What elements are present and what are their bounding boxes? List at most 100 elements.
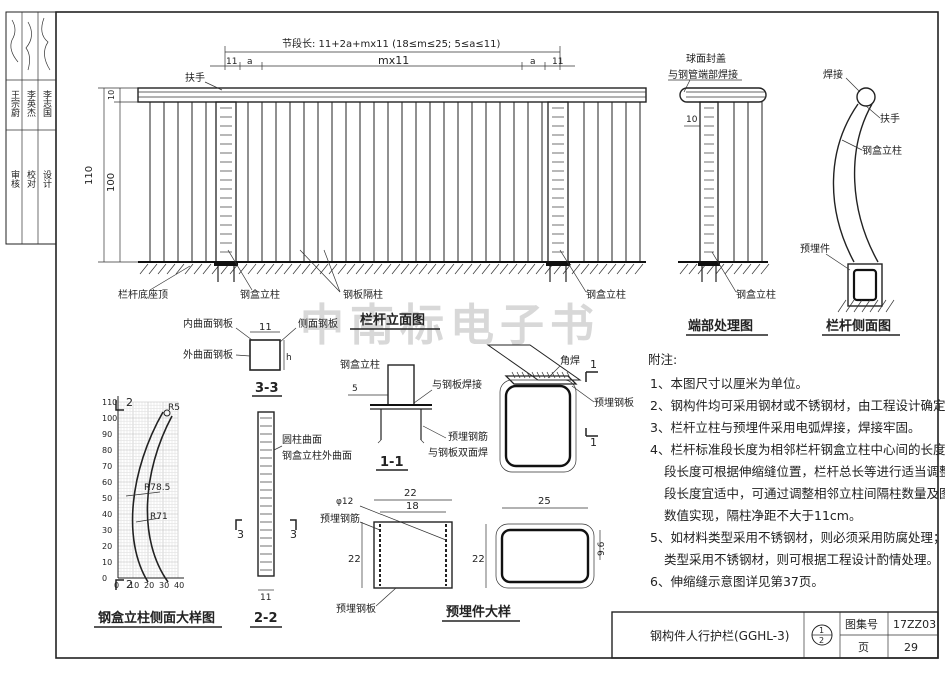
hatch-line [589,263,599,275]
hatch-line [760,263,770,275]
label-embed-bar: 预埋钢筋 [320,512,360,525]
embed-isometric: 角焊 预埋钢板 1 1 [486,344,634,473]
hatch-line [742,263,752,275]
label-post-sec11: 钢盒立柱 [340,358,380,371]
hatch-line [845,299,855,313]
hatch-line [861,299,871,313]
dim-11-left: 11 [226,57,237,67]
hatch-line [337,263,347,275]
label-cyl-face: 圆柱曲面 [282,433,322,446]
label-r785: R78.5 [144,483,170,493]
sidebar-audit: 审核 [9,169,20,189]
dim-11-sec22: 11 [260,593,271,603]
dim-mx11: mx11 [378,54,409,67]
weld-tick [531,371,536,379]
hatch-line [391,263,401,275]
label-bar-sec11: 预埋钢筋 [448,430,488,443]
profile-y-tick: 60 [102,478,112,487]
profile-x-tick: 20 [144,581,154,590]
profile-y-tick: 10 [102,558,112,567]
dim-22-left: 22 [348,554,361,565]
profile-inner-arc [146,415,173,583]
hatch-line [193,263,203,275]
label-weld-end: 与钢管端部焊接 [668,68,738,81]
dim-22-side: 22 [472,554,485,565]
dim-100: 100 [106,173,117,192]
label-post-right: 钢盒立柱 [586,288,626,301]
section-3-3: 11 h 内曲面钢板 侧面钢板 外曲面钢板 3-3 [183,317,338,397]
label-handrail-side: 扶手 [880,112,900,125]
embed-detail: 22 18 22 φ12 预埋钢筋 预埋钢板 25 22 9.6 预埋件大样 [320,488,607,622]
profile-y-tick: 50 [102,494,112,503]
label-post-end: 钢盒立柱 [736,288,776,301]
sidebar-design: 设计 [41,170,52,189]
hatch-line [436,263,446,275]
dim-5-sec11: 5 [352,384,358,394]
hatch-line [751,263,761,275]
hatch-line [328,263,338,275]
hatch-line [724,263,734,275]
hatch-line [166,263,176,275]
dim-11-right: 11 [552,57,563,67]
weld-tick [561,371,566,379]
label-phi12: φ12 [336,497,353,507]
hatch-line [508,263,518,275]
hatch-line [373,263,383,275]
section-2-2: 圆柱曲面 钢盒立柱外曲面 3 3 11 2-2 [235,411,352,628]
handrail-circle [856,87,876,107]
hatch-line [355,263,365,275]
profile-y-tick: 20 [102,542,112,551]
profile-y-tick: 70 [102,462,112,471]
dim-18: 18 [406,501,419,512]
sec22-body [257,411,275,577]
sec11-title: 1-1 [380,455,404,470]
hatch-line [400,263,410,275]
label-outer-face: 钢盒立柱外曲面 [282,449,352,462]
hatch-line [409,263,419,275]
profile-y-tick: 110 [102,398,117,407]
hatch-line [427,263,437,275]
dim-96: 9.6 [597,541,607,556]
sidebar-check: 校对 [25,169,36,188]
hatch-line [301,263,311,275]
profile-x-tick: 10 [129,581,139,590]
notes-block: 附注: 1、本图尺寸以厘米为单位。2、钢构件均可采用钢材或不锈钢材，由工程设计确… [648,352,945,589]
dim-a-left: a [247,57,253,67]
weld-tick [541,371,546,379]
mark-1-top: 1 [590,358,597,371]
baluster-group [149,102,641,262]
note-line: 2、钢构件均可采用钢材或不锈钢材，由工程设计确定。 [650,398,945,413]
hatch-line [139,263,149,275]
weld-tick [516,371,521,379]
mark-2-bottom: 2 [126,578,133,591]
sidebar-name-3: 李志国 [41,89,52,118]
sidebar-name-2: 李英杰 [25,89,36,118]
weld-tick [546,371,551,379]
label-weld-side: 焊接 [823,68,843,81]
mark-3-right: 3 [290,528,297,541]
dim-11-sec33: 11 [259,322,272,333]
sec33-title: 3-3 [255,381,279,396]
hatch-line [463,263,473,275]
label-post-side: 钢盒立柱 [862,144,902,157]
hatch-line [616,263,626,275]
hatch-line [283,263,293,275]
weld-tick [521,371,526,379]
hatch-line [853,299,863,313]
profile-y-tick: 0 [102,574,107,583]
mark-3-left: 3 [237,528,244,541]
note-line: 5、如材料类型采用不锈钢材，则必须采用防腐处理；如材料 [650,530,945,545]
hatch-line [688,263,698,275]
hatch-line [265,263,275,275]
iso-plate [504,375,578,385]
label-embed-plate-iso: 预埋钢板 [594,396,634,409]
profile-y-tick: 80 [102,446,112,455]
weld-tick [551,371,556,379]
dim-a-right: a [530,57,536,67]
hatch-line [310,263,320,275]
hatch-line [607,263,617,275]
iso-rebar-loop [504,384,572,468]
segment-formula: 节段长: 11+2a+mx11 (18≤m≤25; 5≤a≤11) [282,37,500,50]
embed-rebar-side [500,528,590,584]
hatch-line [499,263,509,275]
